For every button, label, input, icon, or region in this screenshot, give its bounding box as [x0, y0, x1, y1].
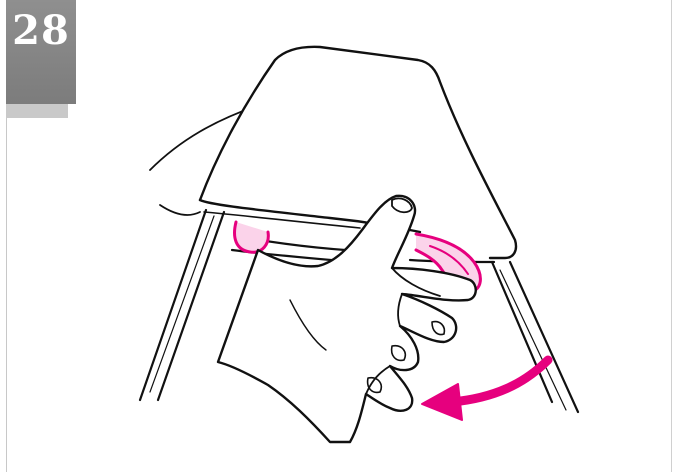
left-grip-highlight: [235, 222, 269, 252]
direction-arrow-shaft: [452, 360, 548, 402]
left-frame-bar-shadow: [150, 216, 214, 392]
left-frame-bar-inner: [158, 212, 224, 400]
left-frame-bar-outer: [140, 210, 206, 400]
right-frame-bar-outer: [510, 262, 578, 412]
direction-arrow-head: [422, 384, 462, 420]
cover-fold-line-lower: [160, 205, 200, 215]
